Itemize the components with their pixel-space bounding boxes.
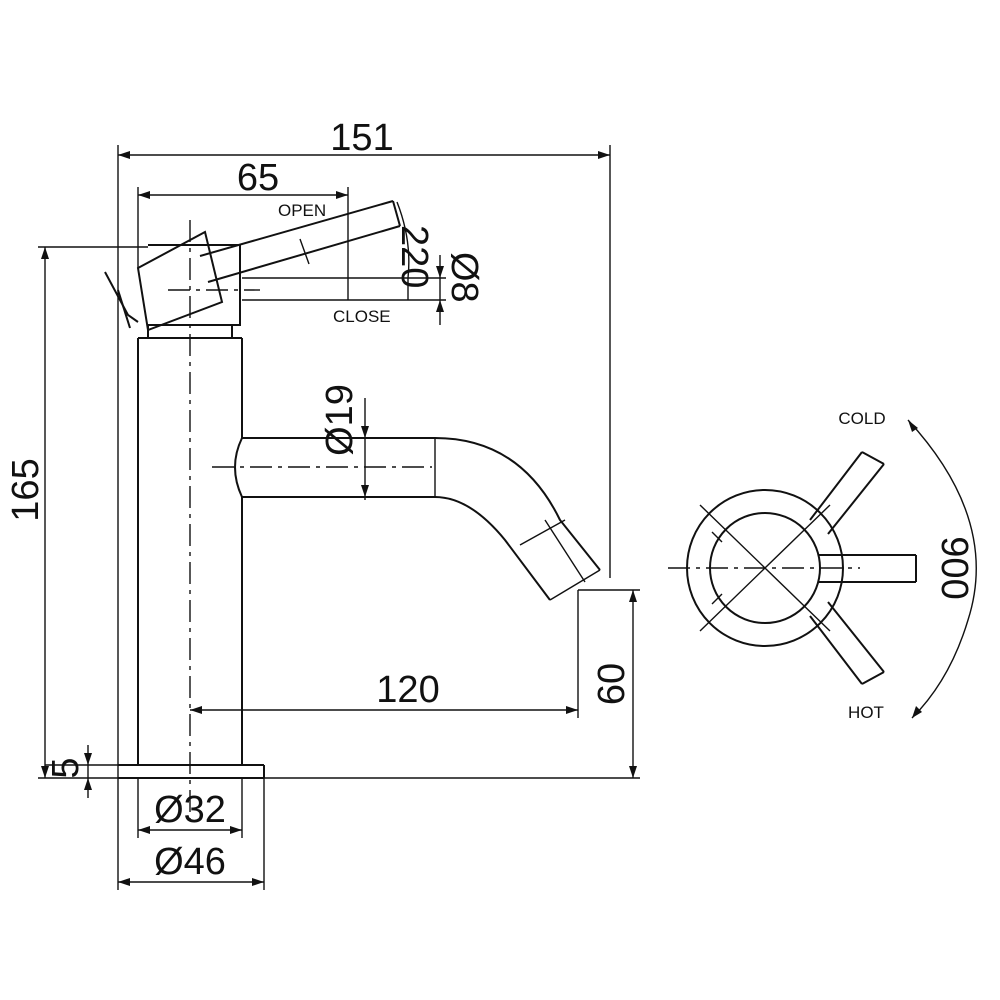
label-open: OPEN (278, 201, 326, 220)
label-hot: HOT (848, 703, 884, 722)
dim-overall-length: 151 (330, 117, 393, 159)
dim-body-diameter: Ø32 (154, 789, 226, 831)
label-close: CLOSE (333, 307, 391, 326)
handle-top-view (668, 419, 977, 719)
label-cold: COLD (838, 409, 885, 428)
dim-spout-height: 60 (591, 663, 633, 705)
dim-base-thickness: 5 (45, 757, 87, 778)
dim-lever-angle: 220 (393, 225, 435, 288)
faucet-side-view (104, 200, 601, 820)
dim-lever-length: 65 (237, 157, 279, 199)
dimension-lines (38, 145, 640, 890)
dim-height: 165 (5, 458, 47, 521)
dim-spout-diameter: Ø19 (319, 384, 361, 456)
dim-base-diameter: Ø46 (154, 841, 226, 883)
dim-handle-rotation: 900 (933, 536, 975, 599)
dim-spout-reach: 120 (376, 669, 439, 711)
dim-lever-diameter: Ø8 (443, 252, 485, 303)
